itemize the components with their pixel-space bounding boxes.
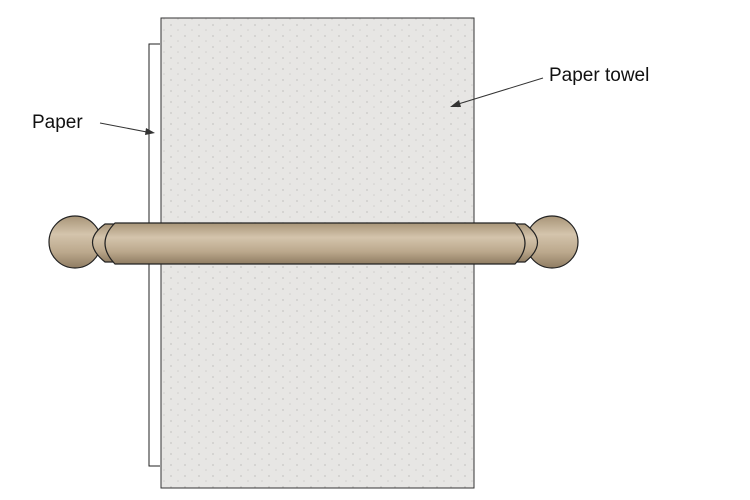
rail-bar: [104, 222, 526, 265]
towel-rail: [48, 215, 579, 269]
paper-label: Paper: [32, 112, 83, 133]
paper-towel-label: Paper towel: [549, 65, 650, 86]
paper-pointer: [99, 122, 153, 134]
paper-towel-pointer: [454, 77, 544, 106]
